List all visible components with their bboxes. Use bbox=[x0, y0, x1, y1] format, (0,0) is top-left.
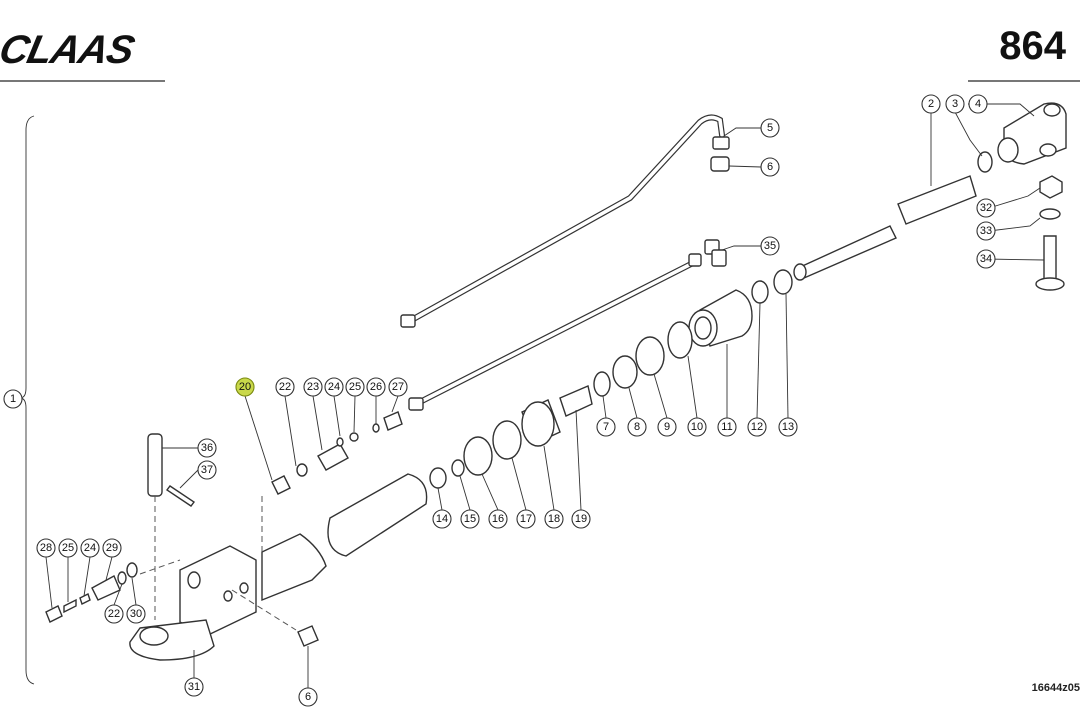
callout-37[interactable]: 37 bbox=[197, 460, 217, 480]
callout-18[interactable]: 18 bbox=[544, 509, 564, 529]
callout-35[interactable]: 35 bbox=[760, 236, 780, 256]
svg-text:11: 11 bbox=[721, 421, 732, 433]
callout-25-lower[interactable]: 25 bbox=[58, 538, 78, 558]
svg-text:20: 20 bbox=[239, 381, 251, 393]
upper-pipe bbox=[400, 114, 730, 328]
svg-text:34: 34 bbox=[980, 253, 992, 265]
callout-16[interactable]: 16 bbox=[488, 509, 508, 529]
svg-text:19: 19 bbox=[575, 513, 587, 525]
callout-22-lower[interactable]: 22 bbox=[104, 604, 124, 624]
svg-text:12: 12 bbox=[751, 421, 763, 433]
callout-25-upper[interactable]: 25 bbox=[345, 377, 365, 397]
svg-text:16: 16 bbox=[492, 513, 504, 525]
svg-text:6: 6 bbox=[305, 691, 311, 703]
callout-12[interactable]: 12 bbox=[747, 417, 767, 437]
valve-fittings bbox=[45, 411, 403, 647]
callout-24-upper[interactable]: 24 bbox=[324, 377, 344, 397]
svg-text:29: 29 bbox=[106, 542, 118, 554]
piston-rod bbox=[793, 102, 1067, 281]
page-number: 864 bbox=[999, 24, 1066, 68]
callout-15[interactable]: 15 bbox=[460, 509, 480, 529]
callout-20-selected[interactable]: 20 bbox=[235, 377, 255, 397]
seal-rings-upper bbox=[593, 321, 693, 397]
callout-17[interactable]: 17 bbox=[516, 509, 536, 529]
svg-text:22: 22 bbox=[279, 381, 291, 393]
svg-text:32: 32 bbox=[980, 202, 992, 214]
svg-text:3: 3 bbox=[952, 98, 958, 110]
callout-28[interactable]: 28 bbox=[36, 538, 56, 558]
callout-1[interactable]: 1 bbox=[3, 389, 23, 409]
svg-text:22: 22 bbox=[108, 608, 120, 620]
svg-text:8: 8 bbox=[634, 421, 640, 433]
svg-text:18: 18 bbox=[548, 513, 560, 525]
callout-32[interactable]: 32 bbox=[976, 198, 996, 218]
svg-text:28: 28 bbox=[40, 542, 52, 554]
callout-30[interactable]: 30 bbox=[126, 604, 146, 624]
svg-text:4: 4 bbox=[975, 98, 981, 110]
callout-24-lower[interactable]: 24 bbox=[80, 538, 100, 558]
cylinder-head bbox=[688, 269, 793, 347]
callout-9[interactable]: 9 bbox=[657, 417, 677, 437]
callout-7[interactable]: 7 bbox=[596, 417, 616, 437]
callout-13[interactable]: 13 bbox=[778, 417, 798, 437]
callout-4[interactable]: 4 bbox=[968, 94, 988, 114]
callout-5[interactable]: 5 bbox=[760, 118, 780, 138]
base-block bbox=[129, 545, 257, 661]
svg-text:36: 36 bbox=[201, 442, 213, 454]
elbow-fitting bbox=[704, 239, 727, 267]
header-rule-left bbox=[0, 80, 165, 82]
svg-text:7: 7 bbox=[603, 421, 609, 433]
callout-2[interactable]: 2 bbox=[921, 94, 941, 114]
callout-22-upper[interactable]: 22 bbox=[275, 377, 295, 397]
svg-text:14: 14 bbox=[436, 513, 448, 525]
callout-36[interactable]: 36 bbox=[197, 438, 217, 458]
callout-14[interactable]: 14 bbox=[432, 509, 452, 529]
svg-text:2: 2 bbox=[928, 98, 934, 110]
svg-text:1: 1 bbox=[10, 393, 16, 405]
svg-text:17: 17 bbox=[520, 513, 532, 525]
svg-text:24: 24 bbox=[328, 381, 340, 393]
svg-text:37: 37 bbox=[201, 464, 213, 476]
svg-text:9: 9 bbox=[664, 421, 670, 433]
svg-text:25: 25 bbox=[62, 542, 74, 554]
callout-19[interactable]: 19 bbox=[571, 509, 591, 529]
svg-text:33: 33 bbox=[980, 225, 992, 237]
callout-3[interactable]: 3 bbox=[945, 94, 965, 114]
svg-text:5: 5 bbox=[767, 122, 773, 134]
header-rule-right bbox=[968, 80, 1080, 82]
callout-33[interactable]: 33 bbox=[976, 221, 996, 241]
callout-11[interactable]: 11 bbox=[717, 417, 737, 437]
leader-lines bbox=[45, 103, 1045, 688]
callout-8[interactable]: 8 bbox=[627, 417, 647, 437]
lower-pipe bbox=[408, 253, 702, 411]
svg-text:26: 26 bbox=[370, 381, 382, 393]
callout-26[interactable]: 26 bbox=[366, 377, 386, 397]
svg-text:10: 10 bbox=[691, 421, 703, 433]
callout-10[interactable]: 10 bbox=[687, 417, 707, 437]
callout-6-upper[interactable]: 6 bbox=[760, 157, 780, 177]
svg-text:27: 27 bbox=[392, 381, 404, 393]
callout-27[interactable]: 27 bbox=[388, 377, 408, 397]
svg-text:13: 13 bbox=[782, 421, 794, 433]
clevis-hardware bbox=[977, 151, 1065, 291]
svg-text:30: 30 bbox=[130, 608, 142, 620]
callout-34[interactable]: 34 bbox=[976, 249, 996, 269]
drawing-code: 16644z05 bbox=[1031, 682, 1080, 694]
svg-text:24: 24 bbox=[84, 542, 96, 554]
callout-29[interactable]: 29 bbox=[102, 538, 122, 558]
svg-text:31: 31 bbox=[188, 681, 200, 693]
pin-and-split-pin bbox=[147, 433, 196, 507]
piston-assembly bbox=[429, 385, 593, 489]
alignment-lines bbox=[139, 496, 297, 631]
svg-text:25: 25 bbox=[349, 381, 361, 393]
svg-text:15: 15 bbox=[464, 513, 476, 525]
svg-text:6: 6 bbox=[767, 161, 773, 173]
callout-6-lower[interactable]: 6 bbox=[298, 687, 318, 707]
svg-text:35: 35 bbox=[764, 240, 776, 252]
svg-text:23: 23 bbox=[307, 381, 319, 393]
callout-31[interactable]: 31 bbox=[184, 677, 204, 697]
callout-23[interactable]: 23 bbox=[303, 377, 323, 397]
cylinder-barrel bbox=[261, 473, 428, 602]
